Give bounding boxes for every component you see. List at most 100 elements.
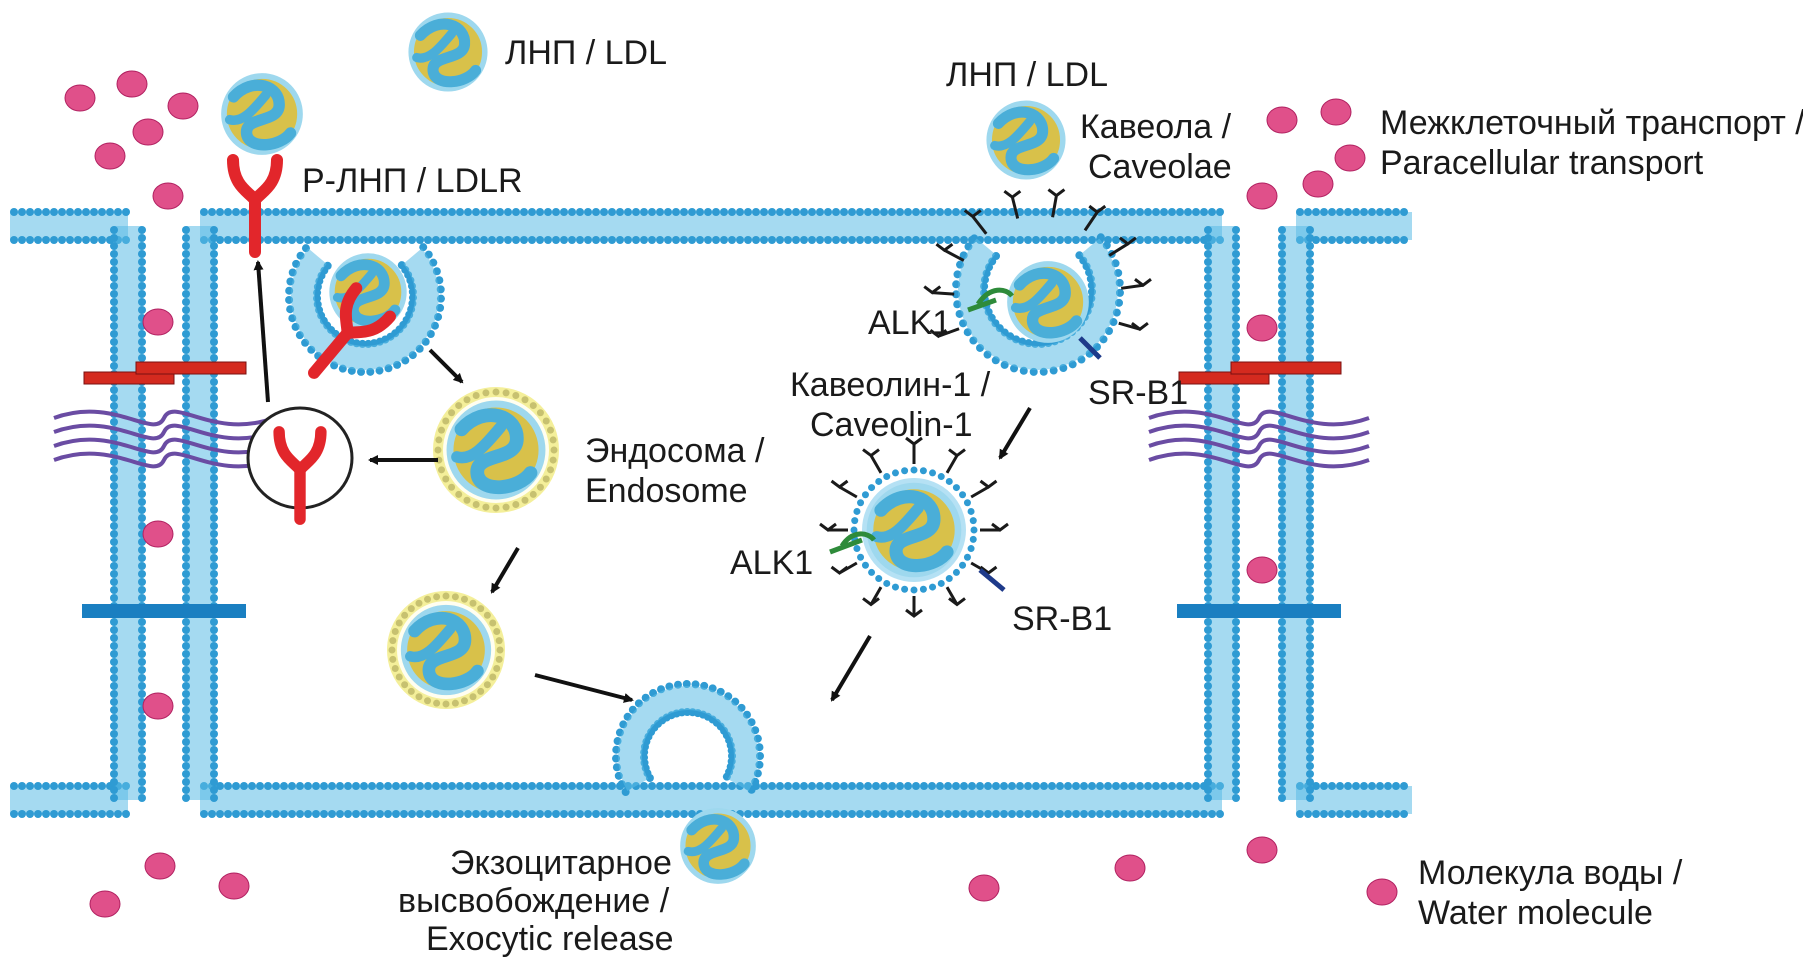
arrow-endosome-to-vesicle (490, 546, 520, 594)
caveolar-vesicle (819, 436, 1009, 618)
caveolin-1-marker (945, 448, 966, 474)
label-caveolin-ru: Кавеолин-1 / (790, 366, 991, 404)
water-molecule (1246, 556, 1278, 584)
water-molecule (1114, 854, 1146, 882)
water-molecule (1320, 98, 1352, 126)
label-paracellular-ru: Межклеточный транспорт / (1380, 104, 1803, 142)
endosome-vesicle (433, 387, 559, 513)
ldlr-receptor-recycling (273, 426, 327, 525)
water-molecule (142, 308, 174, 336)
arrow-pit-to-endosome (428, 348, 464, 384)
membrane-top-left-cell (10, 208, 130, 244)
label-ldl-caveola: ЛНП / LDL (946, 56, 1108, 94)
label-exocytic-ru1: Экзоцитарное (450, 844, 672, 882)
caveolin-1-ring-top (923, 188, 1152, 339)
srb1-receptor-top (1078, 336, 1102, 360)
caveolin-1-marker (1083, 204, 1107, 232)
arrow-caveolar-vesicle-to-exocytosis (830, 634, 872, 702)
water-molecule (1334, 144, 1366, 172)
label-exocytic-ru2: высвобождение / (398, 882, 670, 920)
caveolin-1-marker (830, 479, 858, 499)
ldlr-receptor-in-pit (308, 282, 396, 379)
junction-left (53, 361, 275, 618)
caveolin-1-marker (862, 448, 883, 474)
label-ldl-top: ЛНП / LDL (505, 34, 667, 72)
water-molecules (64, 70, 1398, 918)
water-molecule (64, 84, 96, 112)
membrane-bottom-right-cell (1296, 782, 1412, 818)
membrane-main-cell-right-edge (1204, 226, 1240, 802)
water-molecule (1366, 878, 1398, 906)
ldl-particle-top (411, 15, 485, 89)
water-molecule (1246, 314, 1278, 342)
membrane-left-cell-edge (110, 226, 146, 802)
label-srb1-top: SR-B1 (1088, 374, 1188, 412)
caveolin-1-marker (830, 561, 858, 575)
water-molecule (968, 874, 1000, 902)
water-molecule (218, 872, 250, 900)
ldl-receptors (227, 154, 1102, 592)
diagram-labels: ЛНП / LDL Р-ЛНП / LDLR ЛНП / LDL Кавеола… (302, 34, 1803, 958)
label-water-en: Water molecule (1418, 894, 1653, 932)
label-alk1-bottom: ALK1 (730, 544, 813, 582)
label-caveolin-en: Caveolin-1 (810, 406, 973, 444)
ldl-particle-in-caveola (1010, 264, 1086, 340)
membrane-top-right-cell (1296, 208, 1412, 244)
label-endosome-en: Endosome (585, 472, 748, 510)
caveolin-1-marker (1118, 321, 1149, 332)
water-molecule (89, 890, 121, 918)
caveolin-1-marker (862, 586, 883, 607)
intercellular-junctions (53, 361, 1370, 618)
label-caveola-en: Caveolae (1088, 148, 1232, 186)
water-molecule (1302, 170, 1334, 198)
label-exocytic-en: Exocytic release (426, 920, 674, 958)
caveolin-1-marker (923, 285, 955, 296)
caveolin-1-marker (935, 243, 965, 262)
water-molecule (167, 92, 199, 120)
label-ldlr: Р-ЛНП / LDLR (302, 162, 523, 200)
water-molecule (144, 852, 176, 880)
ldlr-receptor-surface (227, 154, 283, 258)
label-caveola-ru: Кавеола / (1080, 108, 1232, 146)
ldl-particle-released (683, 811, 753, 881)
alk1-receptor-bottom (829, 531, 876, 555)
membrane-bottom-left-cell (10, 782, 130, 818)
arrow-caveola-down (998, 406, 1032, 460)
label-water-ru: Молекула воды / (1418, 854, 1683, 892)
exocytosis-pit (612, 680, 764, 796)
srb1-receptor-bottom (978, 568, 1006, 592)
membrane-main-cell-left-edge (182, 226, 218, 802)
water-molecule (142, 520, 174, 548)
water-molecule (132, 118, 164, 146)
water-molecule (1246, 182, 1278, 210)
alk1-receptor-top (967, 287, 1014, 313)
transport-vesicle (387, 591, 505, 709)
caveolin-1-marker (1108, 236, 1137, 257)
water-molecule (142, 692, 174, 720)
water-molecule (1266, 106, 1298, 134)
junction-right (1148, 361, 1370, 618)
caveolin-1-marker (905, 436, 923, 464)
caveolin-1-marker (905, 596, 923, 618)
caveolin-1-marker (1047, 188, 1066, 218)
caveolin-1-marker (963, 209, 988, 235)
clathrin-pit (285, 243, 445, 376)
membrane-top-main-cell (200, 208, 1224, 244)
ldl-particle-bound (224, 76, 300, 152)
pathway-arrows (253, 260, 1032, 703)
arrow-vesicle-to-exocytosis (534, 673, 634, 703)
caveolin-1-marker (970, 479, 998, 499)
water-molecule (1246, 836, 1278, 864)
membrane-right-cell-edge (1278, 226, 1314, 802)
caveolin-1-marker (980, 522, 1009, 532)
caveolin-1-marker (929, 327, 960, 339)
caveolin-1-marker (945, 586, 966, 607)
ldl-particles (224, 15, 1152, 881)
label-srb1-bottom: SR-B1 (1012, 600, 1112, 638)
membrane-pits (285, 233, 1124, 796)
label-paracellular-en: Paracellular transport (1380, 144, 1704, 182)
caveolin-1-marker (1120, 278, 1152, 290)
water-molecule (94, 142, 126, 170)
arrow-recycle-up (253, 260, 270, 403)
